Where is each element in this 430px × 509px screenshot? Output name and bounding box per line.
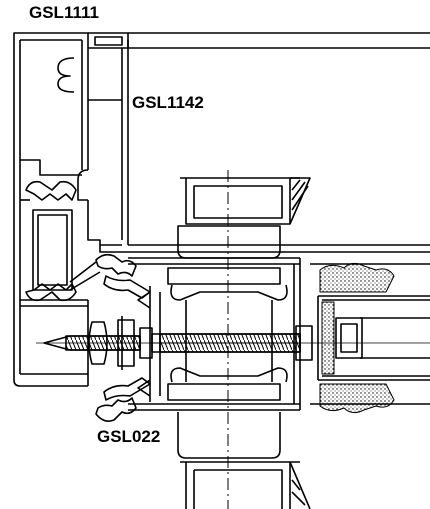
- outer-frame-profile: [13, 32, 89, 387]
- lower-anchor-block: [177, 412, 311, 509]
- upper-anchor-block: [177, 177, 311, 259]
- top-glazing-lines: [128, 32, 430, 253]
- sash-profile: [77, 32, 129, 253]
- profile-label-right: GSL1142: [130, 93, 206, 112]
- gaskets: [69, 253, 151, 422]
- insulation-fill: [319, 262, 395, 414]
- profile-label-top: GSL1111: [27, 3, 101, 22]
- profile-label-bottom: GSL022: [95, 427, 163, 446]
